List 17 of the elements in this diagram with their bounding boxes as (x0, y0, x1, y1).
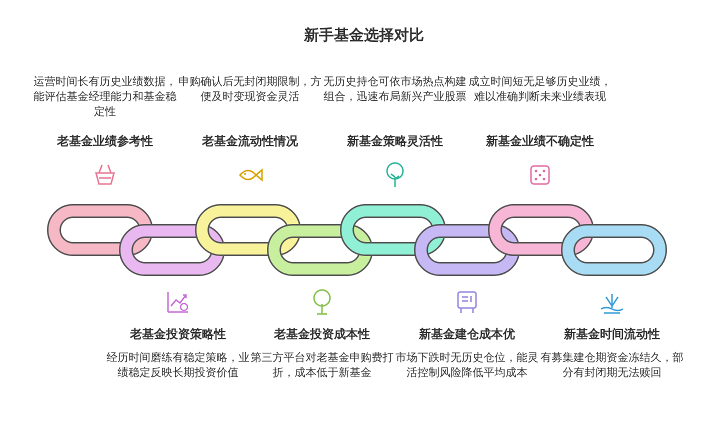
item-heading: 新基金建仓成本优 (418, 326, 516, 343)
description-text: 市场下跌时无历史仓位，能灵活控制风险降低平均成本 (394, 350, 540, 380)
description-text: 有募集建仓期资金冻结久，部分有封闭期无法赎回 (540, 350, 684, 380)
description-text: 第三方平台对老基金申购费打折，成本低于新基金 (250, 350, 394, 380)
description-text: 经历时间磨练有稳定策略，业绩稳定反映长期投资价值 (106, 350, 250, 380)
description-text: 成立时间短无足够历史业绩，难以准确判断未来业绩表现 (468, 74, 612, 104)
description-text: 无历史持仓可依市场热点构建组合，迅速布局新兴产业股票 (322, 74, 468, 104)
item-heading: 老基金流动性情况 (201, 133, 299, 150)
description-text: 运营时间长有历史业绩数据，能评估基金经理能力和基金稳定性 (32, 74, 178, 119)
diagram-title: 新手基金选择对比 (302, 26, 425, 45)
item-heading: 老基金投资成本性 (273, 326, 371, 343)
item-heading: 新基金策略灵活性 (346, 133, 444, 150)
item-heading: 新基金业绩不确定性 (485, 133, 595, 150)
description-text: 申购确认后无封闭期限制，方便及时变现资金灵活 (178, 74, 322, 104)
item-heading: 老基金投资策略性 (129, 326, 227, 343)
item-heading: 新基金时间流动性 (563, 326, 661, 343)
item-heading: 老基金业绩参考性 (56, 133, 154, 150)
